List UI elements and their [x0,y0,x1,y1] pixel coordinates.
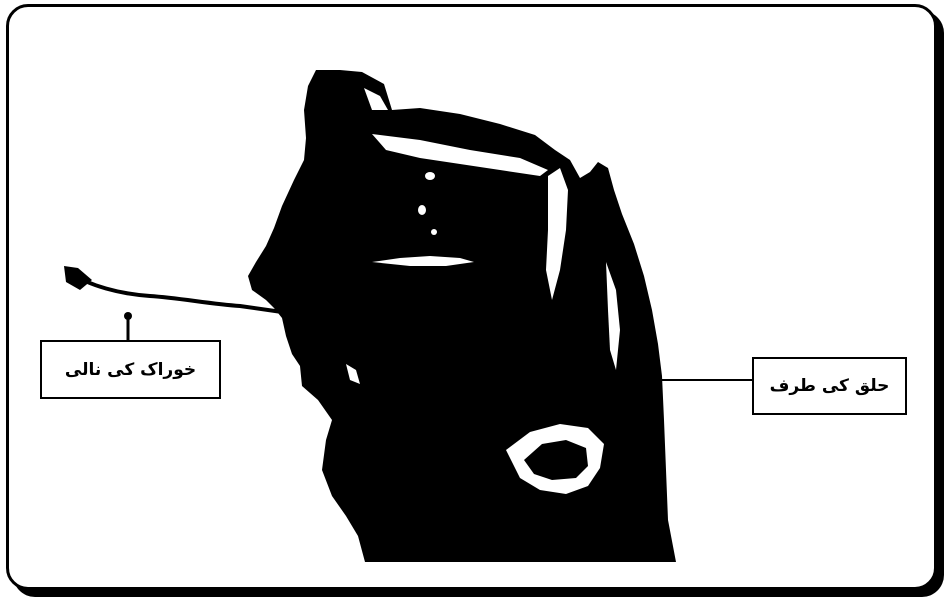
cavity-spot-1 [425,172,435,180]
feeding-tube [66,270,283,314]
feeding-tube-label: خوراک کی نالی [40,340,221,399]
head-top-notch [364,88,388,110]
feeding-tube-label-text: خوراک کی نالی [64,359,197,380]
feeding-tube-tip [64,266,92,290]
throat-direction-label-text: حلق کی طرف [769,376,890,396]
nasal-cavity-shape [372,134,548,176]
throat-lower-inner [524,440,588,480]
mouth-shape [346,364,360,384]
cavity-spot-3 [431,229,437,235]
airway-line [606,262,620,370]
throat-direction-label: حلق کی طرف [752,357,907,415]
tube-pointer-head [124,312,132,320]
cavity-spot-2 [418,205,426,215]
palate-line [372,256,474,266]
throat-passage [546,168,568,300]
